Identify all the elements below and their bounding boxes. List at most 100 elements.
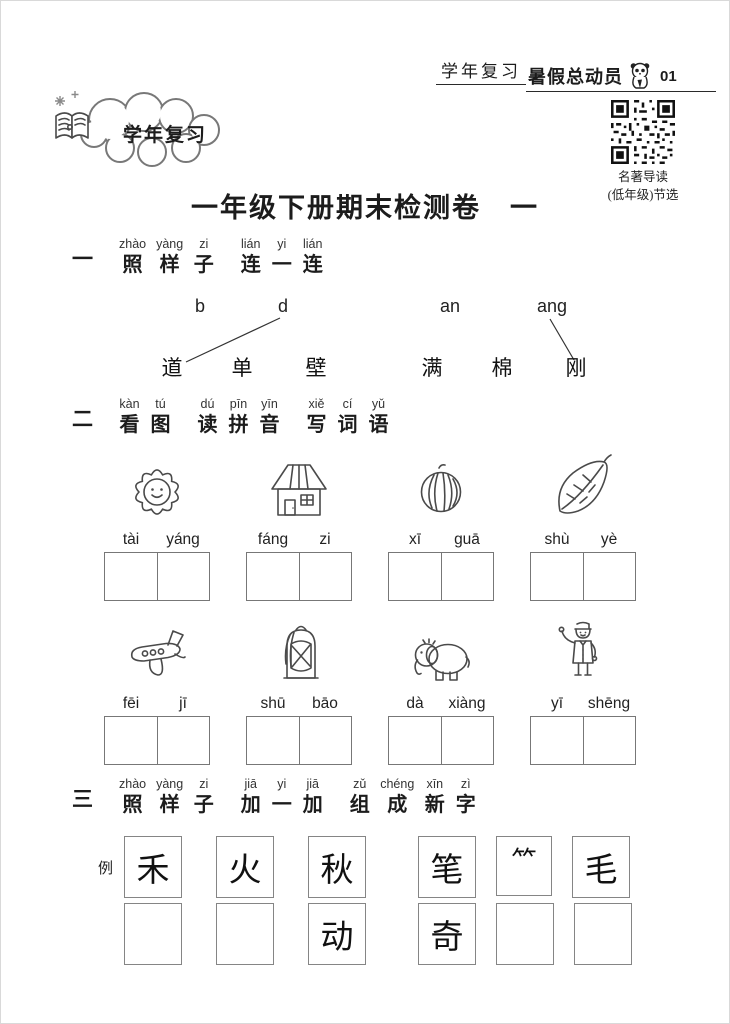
hanzi: 音 <box>259 413 280 436</box>
house-icon <box>271 464 327 516</box>
panda-icon <box>630 62 650 89</box>
answer-cell <box>105 717 157 764</box>
brand-strip: 暑假总动员 01 <box>526 62 716 92</box>
page-number: 01 <box>660 67 677 85</box>
pinyin: zǔ <box>353 777 367 791</box>
char-box: 秋 <box>308 836 366 898</box>
pinyin-syllable: xī <box>408 531 422 548</box>
pinyin: lián <box>302 237 323 251</box>
hanzi: 语 <box>368 413 389 436</box>
pinyin-syllable: yī <box>550 695 564 712</box>
char-box-empty <box>216 903 274 965</box>
hanzi: 子 <box>193 793 214 816</box>
answer-box <box>104 552 210 601</box>
hanzi: 新 <box>424 793 445 816</box>
sparkle-icon <box>55 91 79 106</box>
pinyin: yi <box>277 237 287 251</box>
pinyin-syllable: xiàng <box>448 695 486 712</box>
char-box: 动 <box>308 903 366 965</box>
hanzi: 连 <box>302 253 323 276</box>
box-group-right: 笔 ⺮ 毛 <box>418 836 630 898</box>
pinyin-syllable: fáng <box>257 531 289 548</box>
character-building-grid: 例 禾 火 秋 笔 ⺮ 毛 动 奇 <box>98 836 632 970</box>
pinyin: yi <box>277 777 287 791</box>
hanzi: 一 <box>271 793 292 816</box>
pinyin: zì <box>460 777 471 791</box>
answer-box <box>530 552 636 601</box>
hanzi: 子 <box>193 253 214 276</box>
pinyin: lián <box>240 237 261 251</box>
answer-cell <box>156 717 210 764</box>
answer-box <box>246 716 352 765</box>
pinyin: cí <box>342 397 353 411</box>
char-box-empty <box>496 903 554 965</box>
cloud-bubble <box>55 91 220 167</box>
match-hanzi: 单 <box>231 356 253 380</box>
char-box-empty <box>574 903 632 965</box>
elephant-icon <box>414 638 470 681</box>
answer-cell <box>298 553 352 600</box>
hanzi: 组 <box>349 793 370 816</box>
pinyin: kàn <box>119 397 140 411</box>
hanzi: 字 <box>455 793 476 816</box>
pinyin-syllable: tài <box>122 531 140 548</box>
pinyin: zhào <box>119 777 147 791</box>
hanzi: 加 <box>240 793 261 816</box>
char-box: 禾 <box>124 836 182 898</box>
qr-block: 名著导读 (低年级)节选 <box>580 100 706 204</box>
char-box: 笔 <box>418 836 476 898</box>
series-label: 学年复习 <box>436 57 526 85</box>
pinyin: yīn <box>261 397 278 411</box>
pinyin: xīn <box>426 777 444 791</box>
matching-exercise: b d an ang 道 单 壁 满 棉 刚 <box>0 292 730 402</box>
grid-row: 例 禾 火 秋 笔 ⺮ 毛 <box>98 836 632 898</box>
char-box: 火 <box>216 836 274 898</box>
answer-cell <box>582 553 636 600</box>
pinyin: yàng <box>156 777 184 791</box>
open-book-icon <box>55 112 89 139</box>
pinyin-syllable: shù <box>544 531 570 548</box>
qr-caption-line2: (低年级)节选 <box>607 188 679 203</box>
answer-box <box>104 716 210 765</box>
answer-cell <box>247 717 299 764</box>
section3-number: 三 <box>72 787 93 811</box>
brand-title: 暑假总动员 <box>528 67 623 87</box>
pinyin-syllable: shēng <box>587 695 631 712</box>
hanzi: 一 <box>271 253 292 276</box>
answer-cell <box>105 553 157 600</box>
pinyin: xiě <box>308 397 325 411</box>
example-label: 例 <box>98 860 114 877</box>
answer-cell <box>440 553 494 600</box>
match-hanzi: 道 <box>161 356 183 380</box>
grid-row: 动 奇 <box>98 903 632 965</box>
match-lines <box>185 317 575 363</box>
pinyin: yàng <box>156 237 184 251</box>
hanzi: 读 <box>197 413 218 436</box>
doctor-icon <box>558 621 598 676</box>
match-letter: ang <box>536 296 568 316</box>
hanzi: 成 <box>387 793 408 816</box>
answer-cell <box>389 717 441 764</box>
hanzi: 加 <box>302 793 323 816</box>
exam-title: 一年级下册期末检测卷 一 <box>191 193 539 223</box>
pinyin-syllable: guā <box>454 531 480 548</box>
hanzi: 图 <box>150 413 171 436</box>
qr-code <box>611 100 675 164</box>
pinyin-syllable: yè <box>600 531 618 548</box>
pinyin-syllable: fēi <box>122 695 140 712</box>
pinyin: zi <box>199 237 209 251</box>
answer-cell <box>389 553 441 600</box>
section2-number: 二 <box>72 407 93 431</box>
unit-badge-label: 学年复习 <box>122 125 207 146</box>
answer-box <box>388 552 494 601</box>
watermelon-icon <box>420 464 462 513</box>
match-hanzi: 壁 <box>305 356 327 380</box>
pinyin-syllable: bāo <box>312 695 338 712</box>
